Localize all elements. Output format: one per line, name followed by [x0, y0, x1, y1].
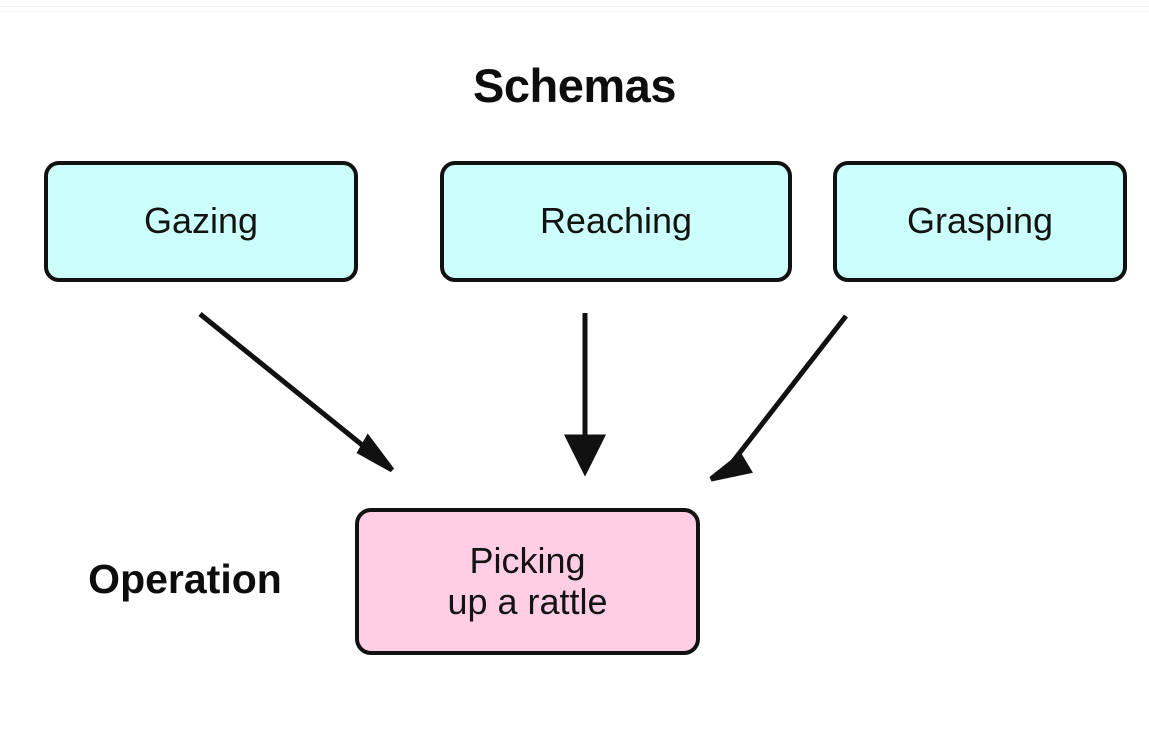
top-divider-line	[0, 6, 1149, 7]
schema-node-reaching-label: Reaching	[539, 200, 693, 242]
operation-node-label-line2: up a rattle	[447, 580, 608, 622]
arrow-grasping-to-operation-shaft	[729, 314, 848, 466]
top-divider-line-secondary	[0, 11, 1149, 12]
operation-node-picking-up-a-rattle[interactable]: Picking up a rattle	[355, 508, 700, 655]
arrow-gazing-to-operation-head	[356, 433, 394, 473]
schema-node-gazing[interactable]: Gazing	[44, 161, 358, 282]
arrow-gazing-to-operation-shaft	[198, 312, 379, 459]
schema-node-gazing-label: Gazing	[143, 200, 259, 242]
schema-node-reaching[interactable]: Reaching	[440, 161, 792, 282]
schema-node-grasping[interactable]: Grasping	[833, 161, 1127, 282]
arrow-grasping-to-operation-head	[709, 452, 753, 482]
operation-node-label-line1: Picking	[469, 540, 586, 582]
page-title: Schemas	[473, 59, 676, 112]
arrow-reaching-to-operation-head	[563, 434, 607, 477]
schema-node-grasping-label: Grasping	[906, 200, 1054, 242]
operation-row-label: Operation	[88, 556, 282, 602]
